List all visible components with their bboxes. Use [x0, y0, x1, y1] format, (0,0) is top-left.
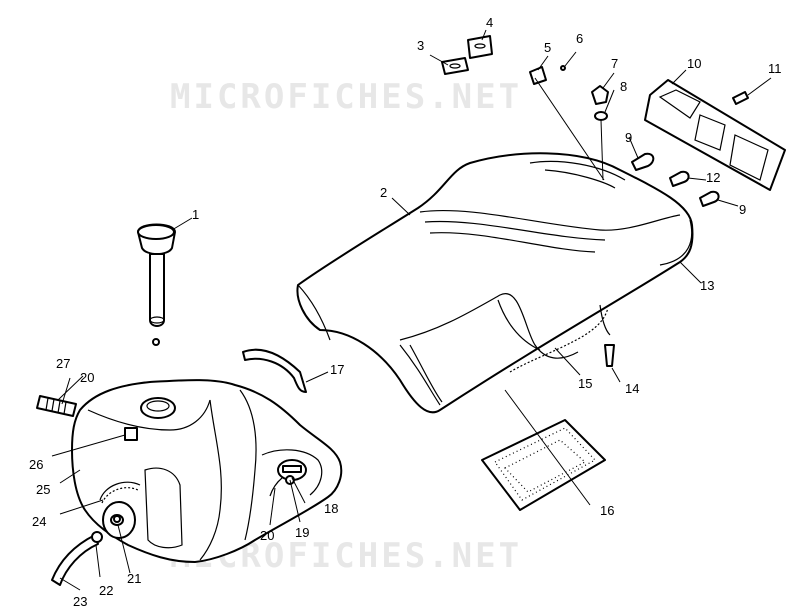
seat — [296, 152, 694, 414]
callout-20b: 20 — [80, 370, 94, 385]
fuel-tank — [71, 379, 343, 563]
watermark-top: MICROFICHES.NET — [170, 77, 522, 117]
callout-23: 23 — [73, 594, 87, 609]
fuel-gauge-sender — [269, 459, 307, 497]
callout-13: 13 — [700, 278, 714, 293]
callout-11: 11 — [768, 61, 782, 76]
strap — [242, 348, 307, 393]
callout-4: 4 — [486, 15, 493, 30]
callout-8: 8 — [620, 79, 627, 94]
callout-9b: 9 — [739, 202, 746, 217]
line-clamp — [91, 531, 103, 543]
foam-pad — [481, 419, 606, 511]
callout-1: 1 — [192, 207, 199, 222]
callout-27: 27 — [56, 356, 70, 371]
filler-cap-assembly — [137, 223, 176, 346]
callout-22: 22 — [99, 583, 113, 598]
callout-17: 17 — [330, 362, 344, 377]
callout-26: 26 — [29, 457, 43, 472]
callout-24: 24 — [32, 514, 46, 529]
fuel-pickup — [99, 481, 141, 539]
callout-9: 9 — [625, 130, 632, 145]
callout-20: 20 — [260, 528, 274, 543]
callout-10: 10 — [687, 56, 701, 71]
callout-16: 16 — [600, 503, 614, 518]
taillight-lens — [644, 79, 786, 191]
fuel-line — [51, 534, 99, 586]
callout-14: 14 — [625, 381, 639, 396]
callout-6: 6 — [576, 31, 583, 46]
callout-19: 19 — [295, 525, 309, 540]
callout-2: 2 — [380, 185, 387, 200]
callout-5: 5 — [544, 40, 551, 55]
callout-12: 12 — [706, 170, 720, 185]
callout-7: 7 — [611, 56, 618, 71]
vent-valve — [124, 427, 138, 441]
hardware — [113, 35, 749, 523]
callout-15: 15 — [578, 376, 592, 391]
callout-18: 18 — [324, 501, 338, 516]
leader-lines — [51, 29, 772, 591]
callout-21: 21 — [127, 571, 141, 586]
callout-25: 25 — [36, 482, 50, 497]
vent-fitting — [36, 395, 77, 417]
callout-3: 3 — [417, 38, 424, 53]
callout-labels: 1 2 3 4 5 6 7 8 9 10 11 12 9 13 14 15 16… — [29, 15, 782, 609]
